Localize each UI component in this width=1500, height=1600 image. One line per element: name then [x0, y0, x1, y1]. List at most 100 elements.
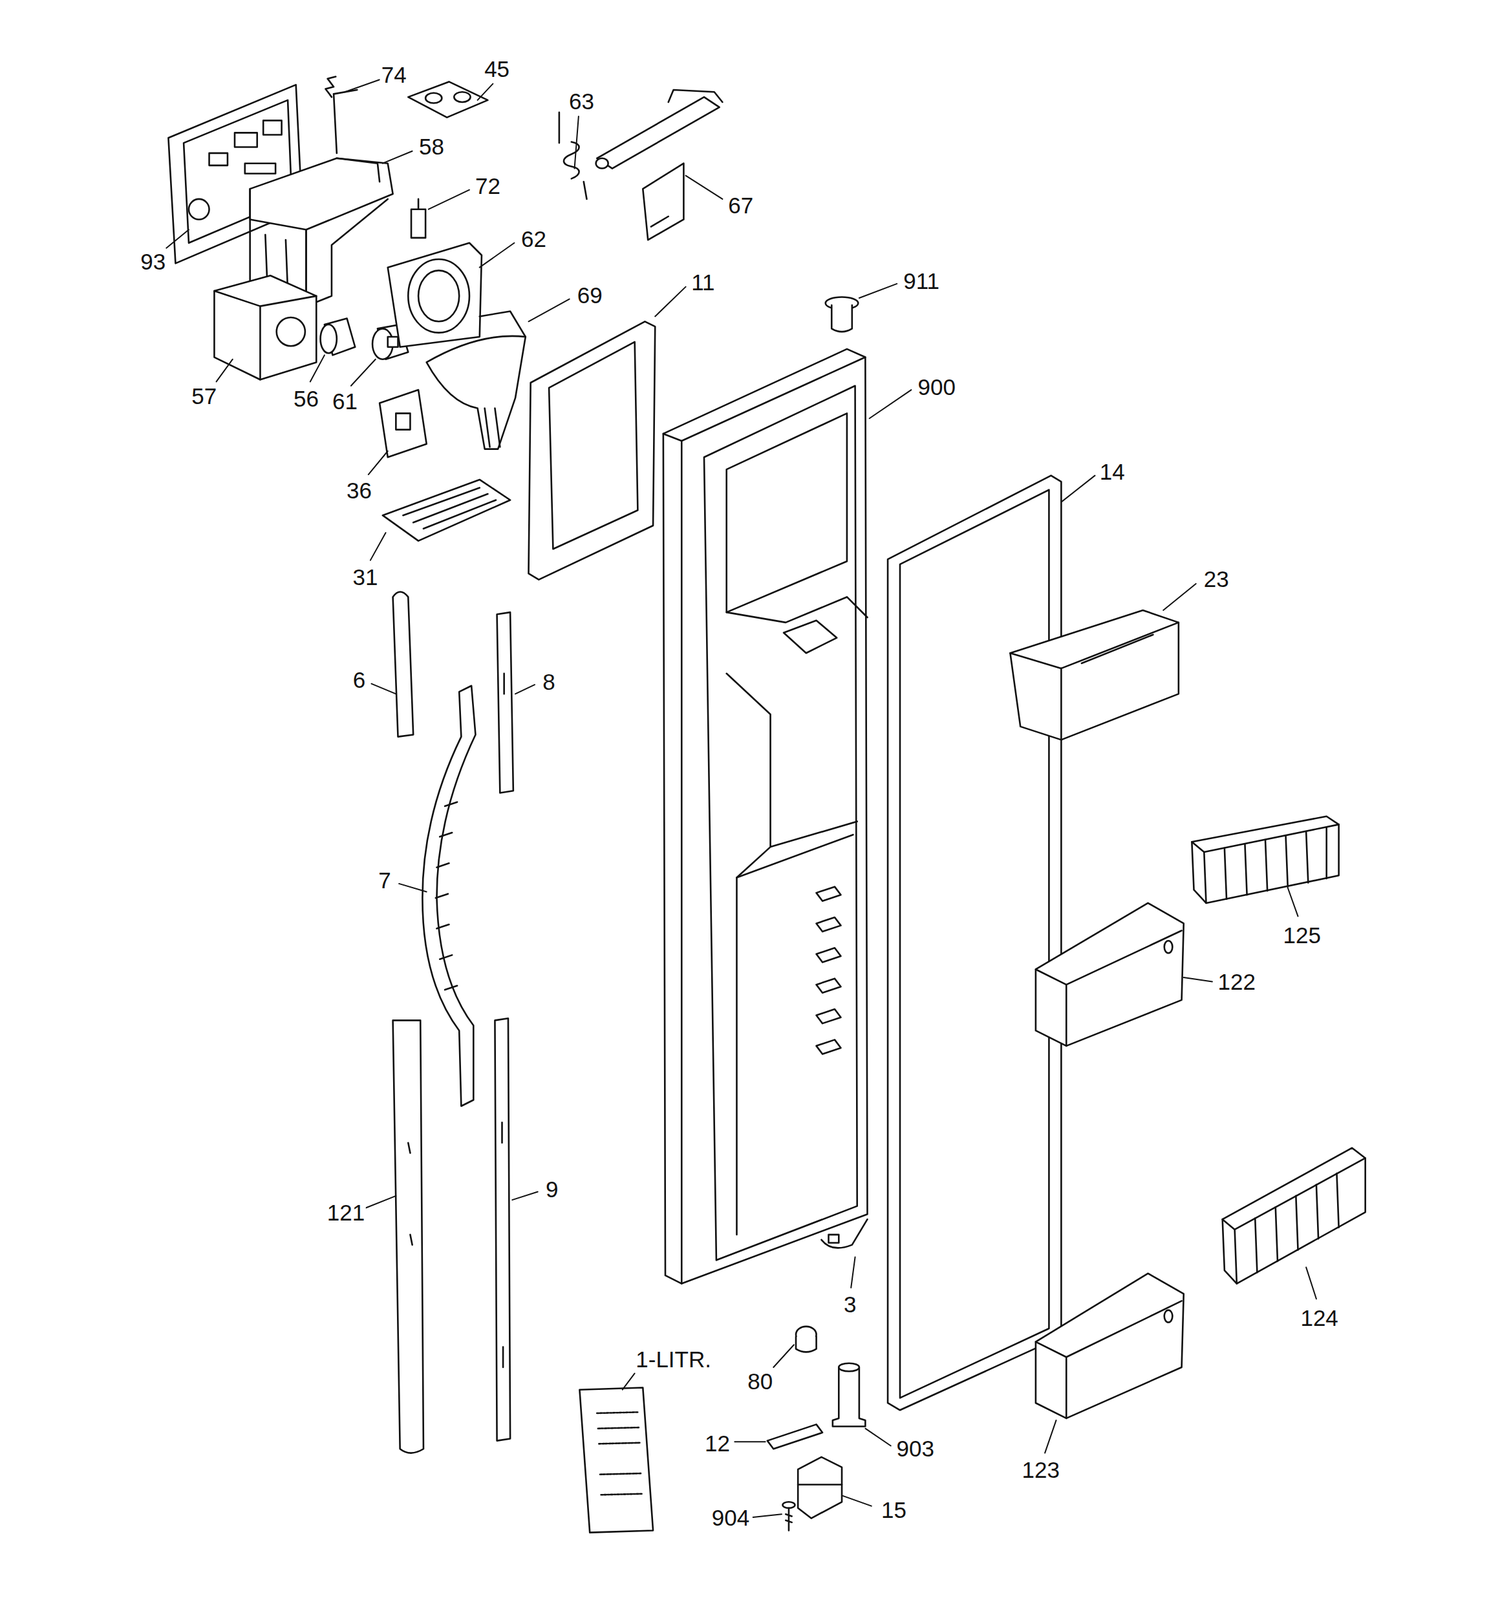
- wire-basket: [1191, 816, 1339, 904]
- leader-line: [685, 175, 723, 200]
- trim-strip: [393, 1020, 424, 1453]
- leader-line: [773, 1344, 794, 1368]
- shelf-clip: [816, 1009, 842, 1024]
- leader-line: [428, 190, 470, 210]
- wire-basket: [1222, 1148, 1366, 1230]
- callout-number: 58: [417, 133, 446, 158]
- trim-bar: [497, 612, 514, 793]
- callout-number: 63: [567, 89, 596, 114]
- callout-number: 57: [190, 384, 218, 408]
- hinge: [642, 163, 684, 240]
- leader-line: [865, 1428, 891, 1447]
- callout-number: 36: [345, 477, 374, 502]
- spring: [325, 76, 357, 154]
- wire-basket: [1203, 824, 1339, 904]
- spring: [325, 76, 337, 154]
- shelf-clip: [816, 917, 842, 932]
- screw: [782, 1501, 796, 1531]
- funnel: [484, 407, 501, 447]
- leader-line: [216, 359, 233, 383]
- callout-number: 911: [901, 268, 941, 293]
- shelf-clip: [816, 947, 842, 963]
- leader-line: [512, 1192, 538, 1201]
- leader-line: [1060, 475, 1095, 503]
- wire-harness: [821, 1219, 868, 1248]
- callout-number: 125: [1282, 922, 1323, 947]
- motor-box: [276, 317, 306, 346]
- freezer-door: [726, 673, 858, 879]
- plate: [425, 93, 442, 104]
- wire-harness: [821, 1219, 868, 1248]
- callout-number: 903: [894, 1435, 935, 1460]
- leader-line: [1044, 1420, 1056, 1454]
- leader-line: [1183, 977, 1213, 982]
- hinge-pin: [832, 1367, 866, 1427]
- bottom-hinge: [797, 1483, 842, 1486]
- control-panel: [234, 132, 258, 147]
- leader-line: [1287, 887, 1299, 917]
- funnel: [426, 336, 526, 450]
- trim-strip: [393, 1020, 424, 1453]
- door-bin: [1035, 1300, 1182, 1418]
- shelf-clip: [816, 887, 842, 1055]
- callout-number: 9: [544, 1176, 560, 1201]
- dispenser-frame: [528, 321, 656, 580]
- door-gasket: [900, 490, 1049, 1399]
- freezer-door: [663, 357, 866, 1285]
- bracket: [379, 389, 427, 458]
- plate: [453, 91, 471, 103]
- leader-line: [528, 299, 570, 322]
- stop-plate: [767, 1424, 823, 1449]
- funnel: [426, 311, 526, 450]
- callout-number: 900: [916, 375, 957, 399]
- freezer-door: [726, 413, 847, 613]
- leader-line: [351, 359, 376, 386]
- callout-number: 904: [710, 1505, 751, 1530]
- callout-number: 122: [1216, 969, 1257, 994]
- motor-box: [214, 290, 317, 380]
- leader-line: [734, 1441, 765, 1443]
- plate: [407, 81, 488, 118]
- control-panel: [188, 199, 210, 220]
- leader-line: [166, 229, 189, 248]
- door-bin: [1081, 634, 1153, 664]
- leader-line: [843, 1496, 872, 1507]
- wire-basket: [1222, 1219, 1237, 1284]
- wire-basket: [1254, 1173, 1339, 1273]
- leader-line: [371, 684, 396, 695]
- spring: [559, 112, 588, 200]
- control-panel: [168, 84, 302, 264]
- door-bin: [1164, 1310, 1173, 1323]
- callout-number: 11: [689, 269, 716, 294]
- leader-line: [869, 389, 912, 419]
- leader-line: [382, 151, 413, 164]
- callout-number: 74: [380, 62, 408, 87]
- trim-bar: [503, 673, 505, 695]
- switch: [411, 209, 426, 238]
- switch: [411, 199, 426, 238]
- callout-number: 8: [541, 669, 557, 694]
- hinge: [596, 158, 609, 169]
- callout-number: 69: [576, 283, 604, 308]
- screw: [782, 1501, 796, 1508]
- dispenser-frame: [528, 321, 656, 580]
- bracket: [379, 389, 427, 458]
- leader-line: [368, 451, 388, 475]
- door-bin: [1009, 622, 1179, 740]
- freezer-door: [783, 620, 837, 654]
- door-handle: [422, 685, 476, 1107]
- cam: [387, 336, 399, 348]
- bushing: [831, 305, 853, 332]
- callout-number: 56: [292, 385, 321, 410]
- ring-assembly: [387, 243, 482, 348]
- ring-assembly: [387, 243, 482, 348]
- screw: [785, 1508, 792, 1532]
- leader-line: [574, 116, 579, 169]
- freezer-door: [704, 385, 858, 1261]
- callout-number: 23: [1202, 566, 1231, 591]
- dispenser-housing: [336, 158, 380, 182]
- switch: [417, 199, 420, 210]
- plug: [795, 1337, 817, 1353]
- leader-line: [622, 1373, 635, 1390]
